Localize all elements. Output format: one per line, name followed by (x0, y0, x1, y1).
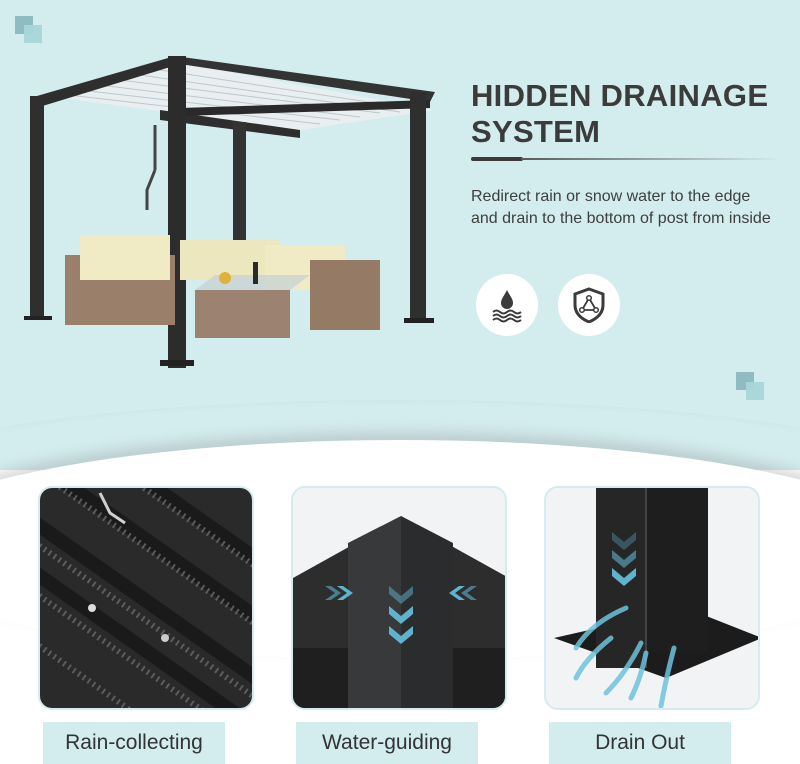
page-title: HIDDEN DRAINAGE SYSTEM (471, 78, 768, 150)
water-drop-waves-icon (476, 274, 538, 336)
top-panel: HIDDEN DRAINAGE SYSTEM Redirect rain or … (0, 0, 800, 470)
description-text: Redirect rain or snow water to the edge … (471, 188, 771, 227)
card-drain-out-image (544, 486, 760, 710)
card-water-guiding-image (291, 486, 507, 710)
decor-square (24, 25, 42, 43)
label-drain-out: Drain Out (549, 722, 731, 764)
card-rain-collecting-image (38, 486, 254, 710)
label-rain-collecting: Rain-collecting (43, 722, 225, 764)
shield-triangle-icon (558, 274, 620, 336)
title-line-1: HIDDEN DRAINAGE (471, 78, 769, 113)
title-line-2: SYSTEM (471, 114, 601, 149)
label-water-guiding: Water-guiding (296, 722, 478, 764)
pergola-product-image (24, 56, 435, 368)
title-divider (471, 157, 781, 161)
decor-square (746, 382, 764, 400)
